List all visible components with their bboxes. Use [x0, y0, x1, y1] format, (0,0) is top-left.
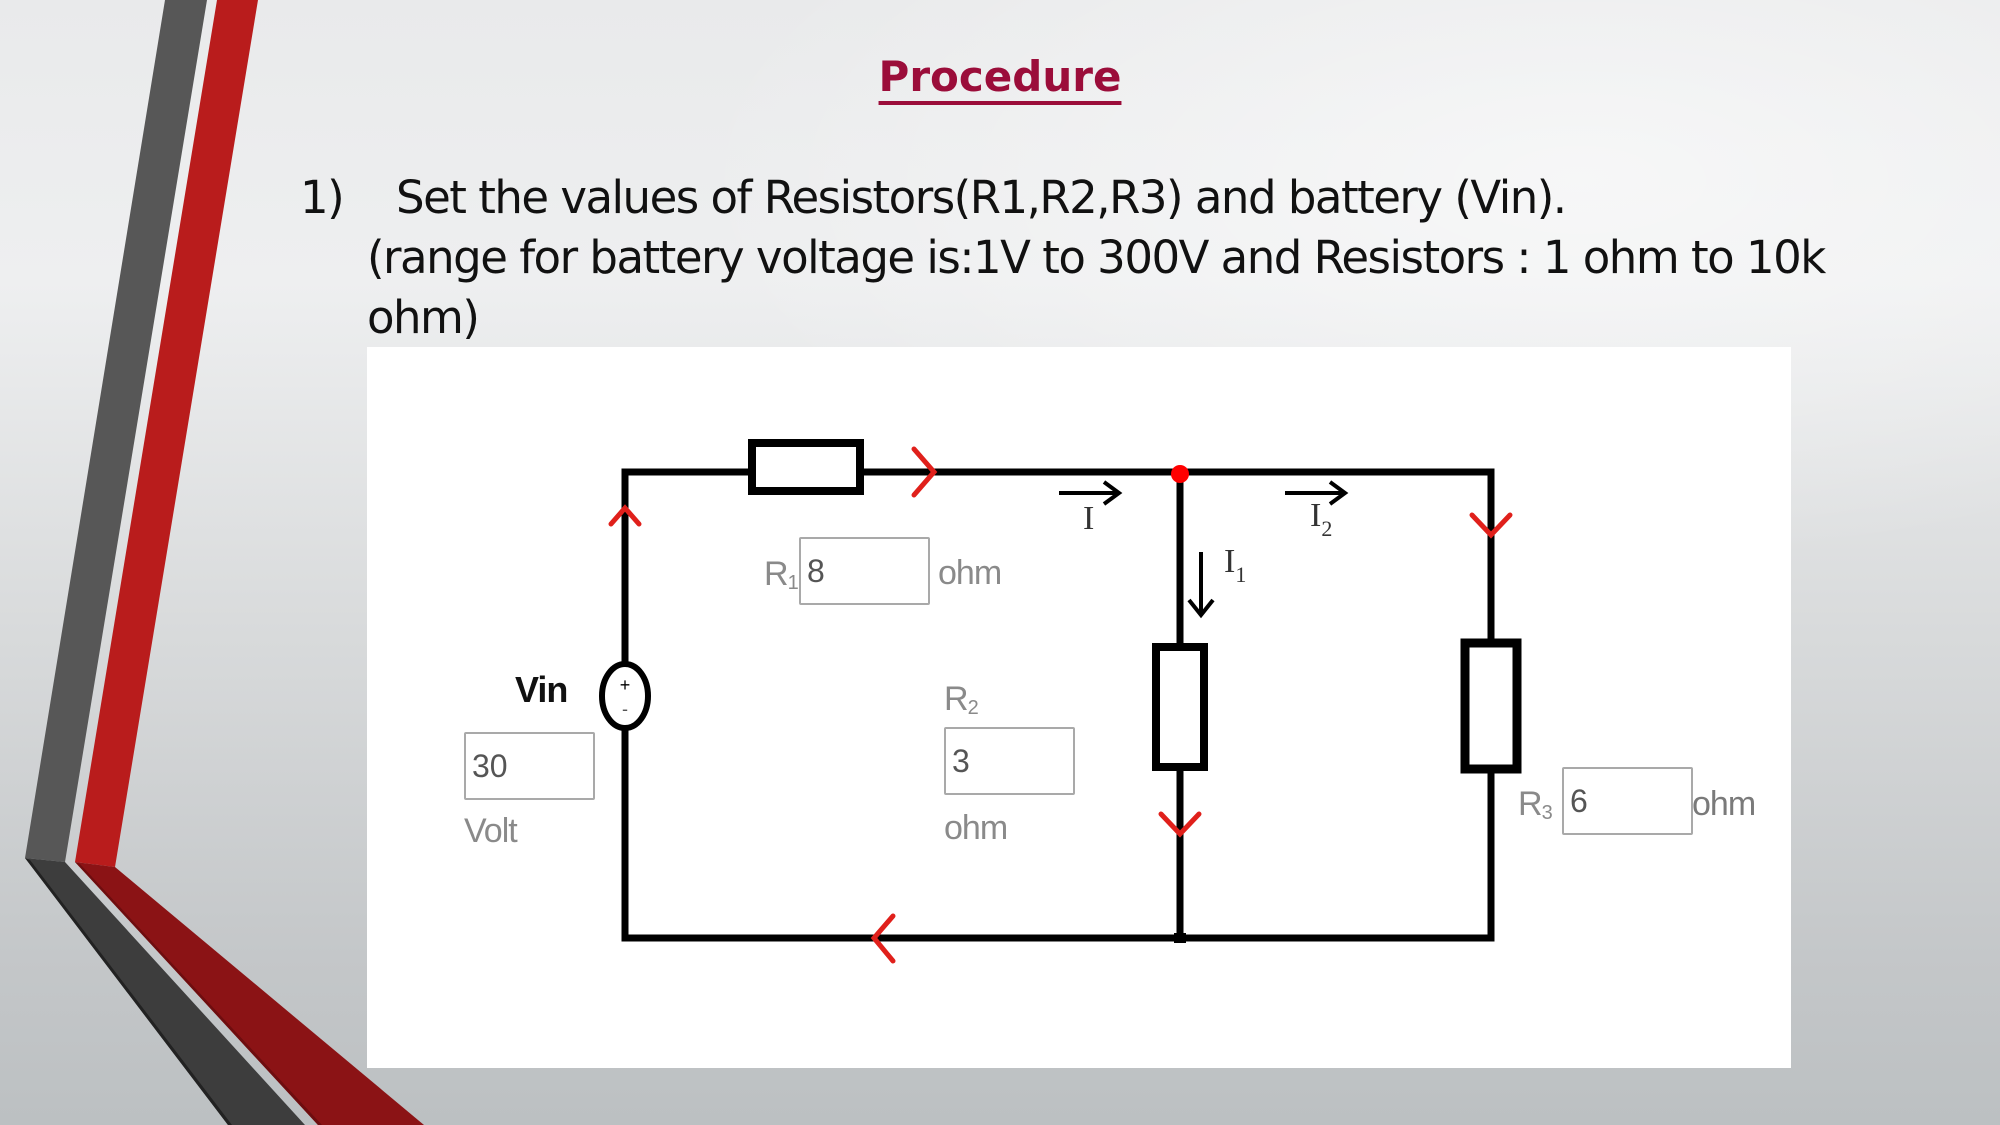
source-minus-sign: -	[622, 699, 628, 719]
r3-label-subscript: 3	[1541, 802, 1553, 824]
resistor-r2	[1152, 643, 1208, 771]
red-stripe-main	[75, 0, 258, 867]
current-i1-arrowhead-icon	[1187, 598, 1215, 619]
current-i-arrowhead-icon	[1102, 480, 1123, 506]
gray-stripe-lower-edge	[25, 858, 232, 1125]
i1-subscript: 1	[1235, 562, 1247, 587]
r2-input[interactable]	[944, 727, 1075, 795]
circuit-figure: + - I I1 I2 Vin Volt R1 ohm R2	[367, 347, 1791, 1068]
r2-label-text: R	[944, 680, 969, 718]
r2-label: R2	[944, 680, 979, 720]
resistor-r1	[748, 439, 864, 495]
flow-arrow-up-icon	[608, 504, 642, 527]
r3-label: R3	[1518, 785, 1553, 825]
r3-input[interactable]	[1562, 767, 1693, 835]
i2-text: I	[1310, 497, 1322, 534]
current-label-i1: I1	[1224, 543, 1246, 588]
r2-label-subscript: 2	[967, 697, 979, 719]
r1-label-text: R	[764, 555, 789, 593]
r1-unit-label: ohm	[938, 554, 1002, 592]
junction-node	[1171, 465, 1189, 483]
flow-arrow-down-middle-icon	[1158, 811, 1202, 838]
circuit-diagram: + -	[599, 439, 1522, 964]
vin-input[interactable]	[464, 732, 595, 800]
slide-title-text: Procedure	[878, 52, 1122, 101]
resistor-r3	[1460, 638, 1522, 774]
i1-text: I	[1224, 543, 1236, 580]
r2-unit-label: ohm	[944, 809, 1008, 847]
r1-label-subscript: 1	[787, 572, 799, 594]
flow-arrow-left-icon	[870, 913, 896, 964]
source-plus-sign: +	[620, 675, 631, 695]
flow-arrow-right-icon	[911, 446, 938, 498]
gray-stripe-main	[25, 0, 207, 862]
red-stripe-lower-edge	[75, 862, 322, 1125]
step-text-line-1: Set the values of Resistors(R1,R2,R3) an…	[396, 171, 1567, 224]
r3-label-text: R	[1518, 785, 1543, 823]
current-label-i2: I2	[1310, 497, 1332, 542]
r1-label: R1	[764, 555, 799, 595]
bottom-junction	[1174, 933, 1186, 943]
gray-stripe-upper	[25, 460, 207, 863]
current-label-i: I	[1083, 500, 1095, 537]
r1-input[interactable]	[799, 537, 930, 605]
vin-unit-label: Volt	[464, 812, 518, 850]
step-number: 1)	[300, 171, 345, 224]
slide-title: Procedure	[0, 52, 2000, 101]
voltage-source-icon	[599, 661, 651, 731]
vin-label: Vin	[515, 669, 568, 710]
gray-stripe-lower	[25, 858, 305, 1125]
flow-arrow-down-right-icon	[1469, 512, 1513, 539]
step-text-line-2: (range for battery voltage is:1V to 300V…	[367, 231, 1826, 284]
step-text-line-3: ohm)	[367, 291, 480, 344]
i2-subscript: 2	[1321, 516, 1333, 541]
r3-unit-label: ohm	[1692, 785, 1756, 823]
current-i2-arrowhead-icon	[1328, 480, 1349, 506]
